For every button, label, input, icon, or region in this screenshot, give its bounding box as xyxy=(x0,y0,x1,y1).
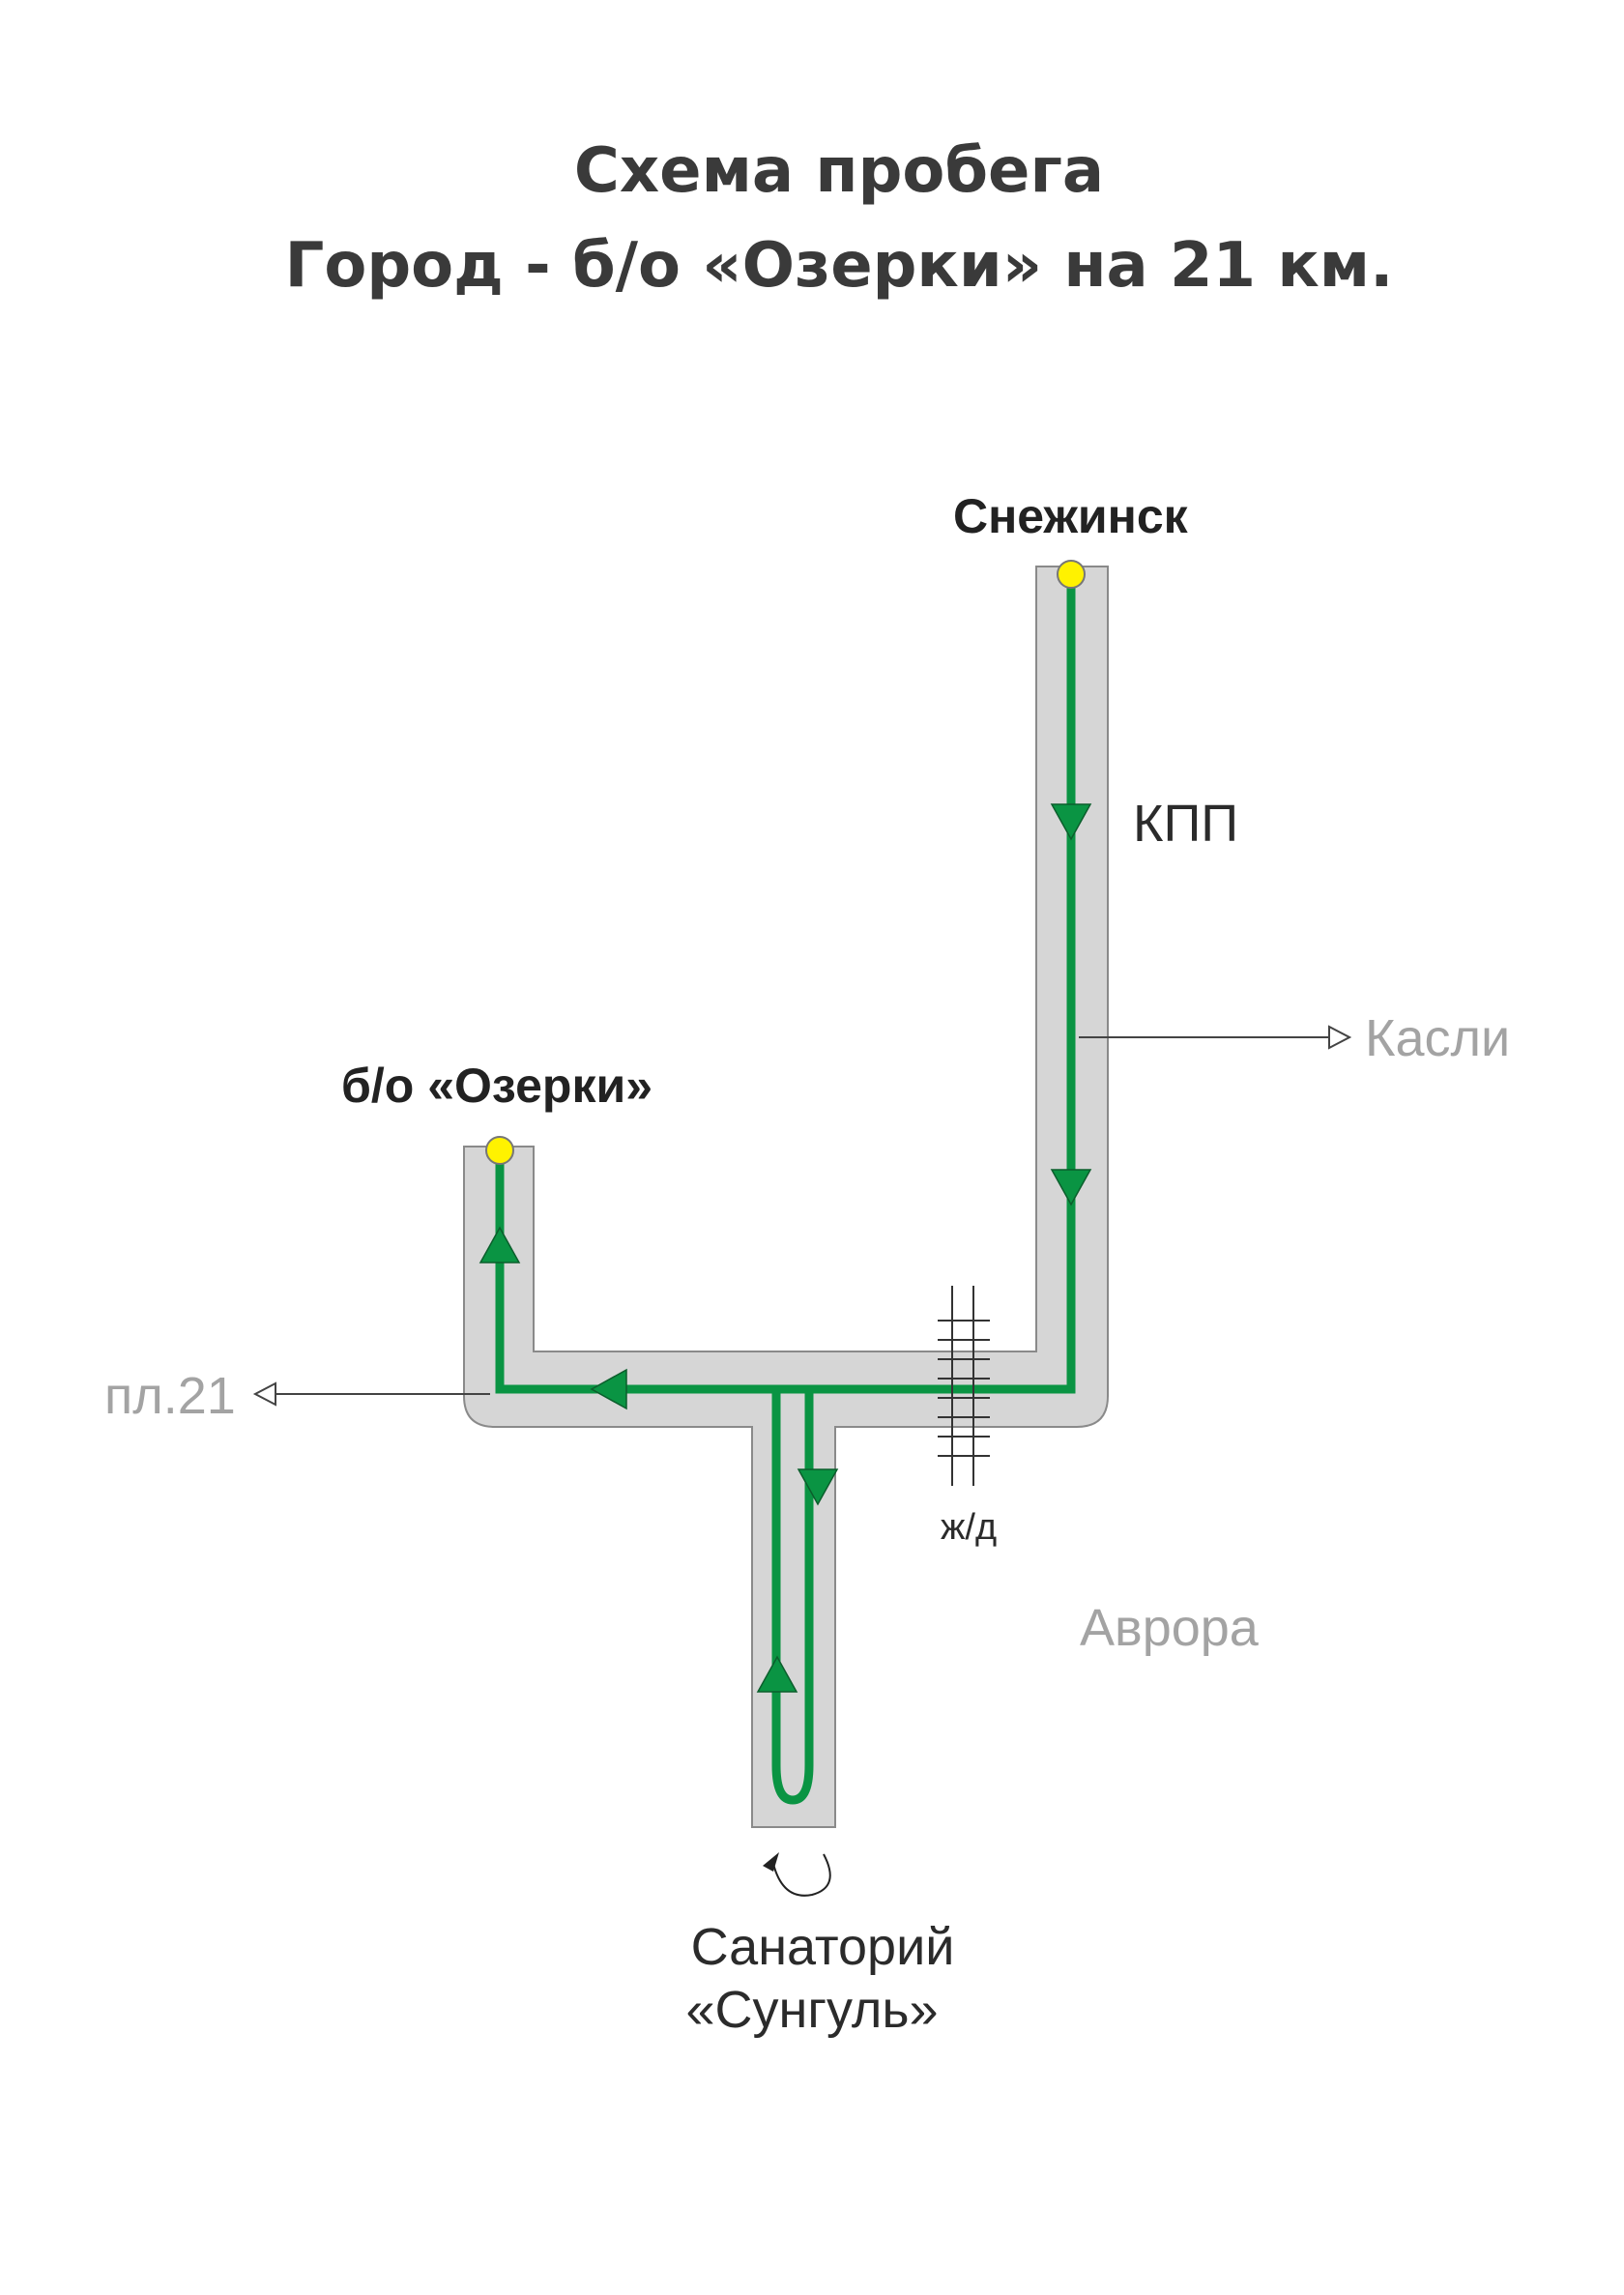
finish-marker-icon xyxy=(485,1136,514,1165)
direction-arrow-icon xyxy=(590,1368,627,1410)
sanatorium-label-line-2: «Сунгуль» xyxy=(685,1981,938,2039)
sanatorium-label-line-1: Санаторий xyxy=(691,1918,955,1976)
title-line-2: Город - б/о «Озерки» на 21 км. xyxy=(285,230,1394,302)
direction-arrow-icon xyxy=(1050,1169,1092,1206)
railway-crossing xyxy=(938,1286,990,1486)
route-line-sanatorium-loop xyxy=(771,1389,814,1805)
platform-label: пл.21 xyxy=(104,1367,236,1425)
road-corridor xyxy=(463,566,1109,1828)
railway-label: ж/д xyxy=(941,1507,997,1548)
start-label: Снежинск xyxy=(953,489,1189,543)
avrora-label: Аврора xyxy=(1080,1599,1260,1657)
kasli-label: Касли xyxy=(1365,1009,1510,1067)
route-line xyxy=(495,574,1076,1394)
checkpoint-label: КПП xyxy=(1133,795,1238,853)
arrow-right-icon xyxy=(1328,1025,1352,1050)
u-turn-icon xyxy=(772,1853,831,1897)
direction-arrow-icon xyxy=(478,1226,521,1264)
arrow-left-icon xyxy=(252,1381,276,1407)
direction-arrow-icon xyxy=(1050,803,1092,841)
direction-arrow-icon xyxy=(797,1468,839,1506)
finish-label: б/о «Озерки» xyxy=(341,1059,652,1113)
title-line-1: Схема пробега xyxy=(574,135,1104,207)
u-turn-arrowhead-icon xyxy=(763,1852,779,1872)
start-marker-icon xyxy=(1057,560,1086,589)
direction-arrow-icon xyxy=(756,1655,798,1693)
